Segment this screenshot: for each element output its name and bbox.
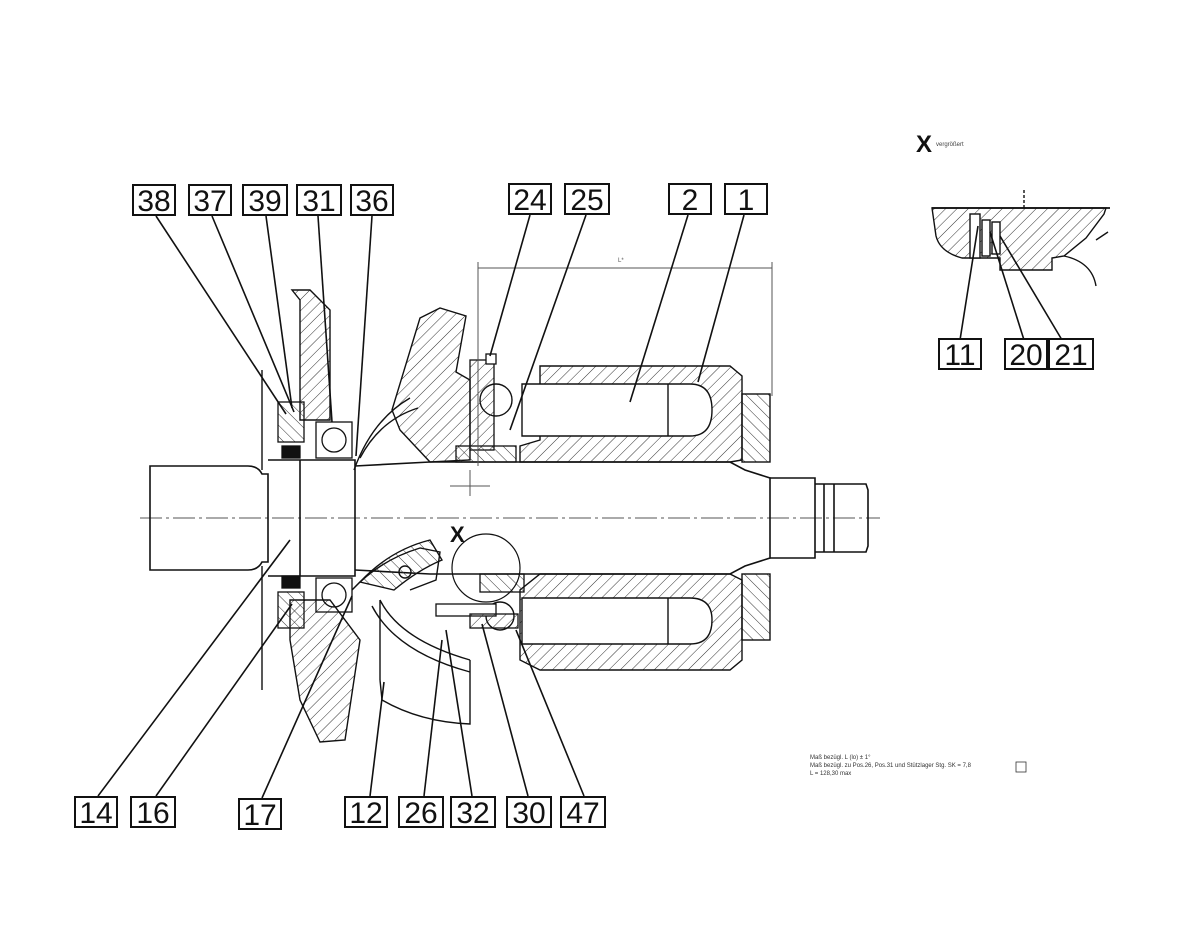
callout-21: 21 [1048, 338, 1094, 371]
callout-31: 31 [296, 184, 342, 217]
detail-x-subtitle: vergrößert [936, 142, 964, 148]
detail-x-title: X [916, 131, 933, 158]
callout-12: 12 [344, 796, 388, 829]
callout-38: 38 [132, 184, 176, 217]
callout-14: 14 [74, 796, 118, 829]
section-marker-x: X [450, 522, 465, 547]
detail-x-circle [451, 533, 521, 603]
callout-1: 1 [724, 183, 768, 216]
callout-47: 47 [560, 796, 606, 829]
callout-32: 32 [450, 796, 496, 829]
note-box-mark [1015, 761, 1027, 773]
callout-30: 30 [506, 796, 552, 829]
swash-plate [353, 307, 471, 471]
callout-39: 39 [242, 184, 288, 217]
callout-17: 17 [238, 798, 282, 831]
callout-16: 16 [130, 796, 176, 829]
callout-25: 25 [564, 183, 610, 216]
dimension-L [450, 262, 773, 496]
pistons [479, 383, 713, 645]
retainer-parts [435, 353, 525, 629]
callout-24: 24 [508, 183, 552, 216]
note-line-1: Maß bezügl. L (lo) ± 1° [810, 755, 871, 761]
mounting-flange [261, 289, 361, 743]
drive-shaft [149, 459, 869, 577]
note-line-2: Maß bezügl. zu Pos.26, Pos.31 und Stützl… [810, 763, 971, 769]
cradle [351, 539, 471, 725]
note-line-3: L = 128,30 max [810, 771, 852, 777]
detail-view-x [931, 190, 1110, 287]
callout-36: 36 [350, 184, 394, 217]
callout-11: 11 [938, 338, 982, 371]
dimension-label: L* [618, 258, 624, 264]
front-bearing [277, 401, 353, 629]
callout-26: 26 [398, 796, 444, 829]
leader-lines [97, 214, 1063, 799]
callout-2: 2 [668, 183, 712, 216]
callout-20: 20 [1004, 338, 1048, 371]
callout-37: 37 [188, 184, 232, 217]
